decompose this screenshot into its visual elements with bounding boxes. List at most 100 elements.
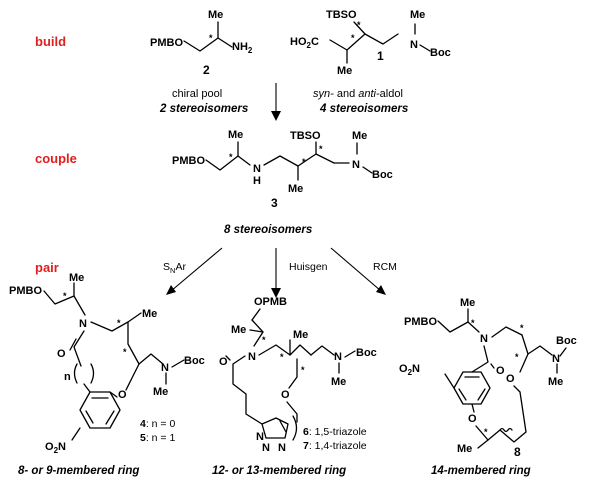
p8-methyl-label: Me: [460, 297, 475, 309]
ho2c-label: HO2C: [290, 36, 319, 50]
c3-left-chain-bond: [205, 155, 251, 171]
c3-nh-h-label: H: [253, 175, 261, 187]
acid-methyl-label: Me: [337, 65, 352, 77]
p45-paren-right: [90, 363, 95, 384]
huisgen-label: Huisgen: [289, 261, 328, 273]
stereocenter-marker: *: [319, 144, 323, 154]
p45-legend-n0: 4: n = 0: [140, 418, 175, 430]
boc-label: Boc: [430, 47, 451, 59]
p8-carbonyl-double-bond: [490, 363, 495, 369]
chiral-pool-note: chiral pool: [172, 88, 222, 100]
p8-n-methyl-label: Me: [548, 376, 563, 388]
p67-triazole-n2: N: [262, 442, 270, 454]
p45-n-methyl-label: Me: [153, 386, 168, 398]
stereocenter-marker: *: [301, 365, 305, 375]
p67-ether-bond: [288, 358, 298, 389]
p67-triazole-n1: N: [256, 431, 264, 443]
pmbo-label: PMBO: [9, 285, 42, 297]
snar-arrow-icon: [166, 247, 223, 295]
amine-methyl-label: Me: [208, 9, 223, 21]
stage-label-couple: couple: [35, 151, 77, 166]
p67-legend-14: 7: 1,4-triazole: [303, 440, 367, 452]
ring-size-caption-large: 14-membered ring: [431, 465, 531, 477]
compound-1-structure: TBSO Me HO2C N Boc Me * * 1: [290, 9, 451, 77]
compound-number-1: 1: [377, 49, 384, 63]
p45-carbonyl-double-bond: [69, 338, 77, 351]
stereocenter-marker: *: [280, 352, 284, 362]
stage-label-pair: pair: [35, 260, 59, 275]
p67-triazole-inner: [279, 420, 287, 433]
c3-nh-label: N: [253, 163, 261, 175]
stereocenter-marker: *: [63, 291, 67, 301]
nh2-label: NH2: [232, 41, 253, 55]
p8-amide-n-label: N: [480, 333, 488, 345]
stereocenter-marker: *: [520, 323, 524, 333]
stereocenter-marker: *: [357, 20, 361, 30]
p45-amide-n-label: N: [79, 318, 87, 330]
amine-backbone-bond: [183, 37, 233, 52]
stereocenter-marker: *: [302, 157, 306, 167]
rcm-label: RCM: [373, 261, 397, 273]
p45-benzene-inner: [85, 410, 94, 424]
p8-lower-methyl-bond: [477, 439, 489, 449]
p45-sidechain-bond: [138, 353, 164, 365]
stereocenter-marker: *: [484, 427, 488, 437]
p45-ring-bond: [90, 321, 140, 391]
c3-n-label: N: [352, 159, 360, 171]
compound-number-8: 8: [514, 445, 521, 459]
stereocenter-marker: *: [123, 347, 127, 357]
down-arrow-icon: [271, 83, 281, 121]
boc-label: Boc: [372, 169, 393, 181]
stereocenter-marker: *: [209, 33, 213, 43]
p45-carbonyl-bond: [73, 330, 85, 367]
p67-left-methyl-label: Me: [231, 324, 246, 336]
p8-ring-top-bond: [491, 326, 523, 338]
acid-backbone-bond: [329, 33, 399, 51]
p67-carbonyl-bond: [232, 355, 263, 425]
p8-aryl-o-label: O: [468, 413, 477, 425]
c3-middle-methyl-label: Me: [288, 183, 303, 195]
c3-methyl-label: Me: [228, 129, 243, 141]
stereoisomer-count-right: 4 stereoisomers: [319, 103, 408, 115]
p45-chain-to-benzene: [83, 383, 91, 393]
p67-triazole-ring: [261, 417, 289, 439]
pmbo-label: PMBO: [404, 316, 437, 328]
stereoisomer-count-left: 2 stereoisomers: [159, 103, 248, 115]
product-8-structure: PMBO Me * N * * O N Boc Me O O2N O Me *: [399, 297, 577, 459]
acid-n-label: N: [410, 39, 418, 51]
pmbo-label: PMBO: [150, 37, 183, 49]
p67-sidechain-bond: [310, 345, 335, 356]
tbso-label: TBSO: [326, 9, 357, 21]
compound-number-3: 3: [271, 196, 278, 210]
p8-amide-o-label: O: [496, 365, 505, 377]
p45-n-boc-bond: [171, 359, 185, 368]
boc-label: Boc: [356, 347, 377, 359]
tbso-bond: [353, 21, 366, 35]
huisgen-arrow-icon: [271, 248, 281, 298]
pmbo-label: PMBO: [172, 155, 205, 167]
p8-sidechain-bond: [527, 345, 553, 356]
p45-amide-o-label: O: [57, 348, 66, 360]
stereocenter-marker: *: [262, 335, 266, 345]
stereocenter-marker: *: [351, 33, 355, 43]
p67-legend-15: 6: 1,5-triazole: [303, 426, 367, 438]
p45-legend-n1: 5: n = 1: [140, 432, 175, 444]
product-6-7-structure: OPMB Me * N Me * * O O N N N N Boc Me 6:…: [219, 296, 377, 454]
n-boc-bond: [419, 44, 431, 52]
p8-carbonyl-bond: [471, 345, 489, 373]
p8-pmbo-chain-bond: [437, 320, 480, 333]
p45-nitro-label: O2N: [45, 441, 66, 455]
p8-lower-methyl-label: Me: [457, 443, 472, 455]
p67-left-methyl-bond: [249, 329, 264, 333]
p67-amide-o-label: O: [219, 356, 228, 368]
rcm-arrow-icon: [330, 247, 386, 295]
p8-ether-o-label: O: [506, 373, 515, 385]
p45-n-paren-label: n: [64, 371, 71, 383]
p8-benzene-inner: [458, 388, 467, 401]
compound-2-structure: PMBO Me * NH2 2: [150, 9, 253, 77]
p67-boc-n-label: N: [334, 351, 342, 363]
ring-size-caption-small: 8- or 9-membered ring: [18, 465, 139, 477]
p45-benzene-inner: [105, 410, 115, 425]
p8-nitro-bond: [444, 373, 455, 389]
